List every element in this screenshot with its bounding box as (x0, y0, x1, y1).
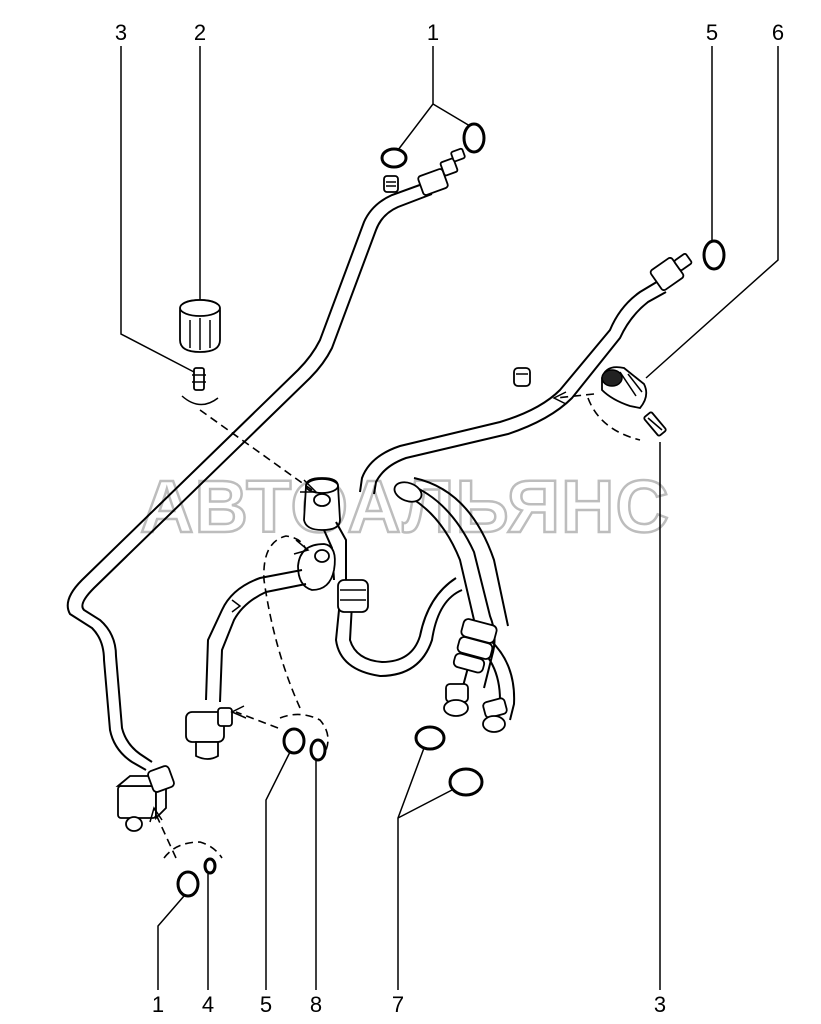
assembly-arrows (149, 391, 641, 859)
o-rings (176, 122, 726, 898)
o-ring-7-a (414, 725, 446, 751)
right-pipe-service-port (513, 367, 531, 387)
o-ring-1-bottom (176, 870, 200, 898)
callout-bottom-7: 7 (392, 992, 404, 1017)
right-pipe-top-fitting (649, 252, 693, 292)
callout-top-1: 1 (427, 20, 439, 45)
callout-top-2: 2 (194, 20, 206, 45)
right-refrigerant-pipe (359, 279, 667, 495)
watermark-text: АВТОАЛЬЯНС (140, 465, 670, 548)
lower-left-hose (205, 569, 307, 703)
callout-bottom-8: 8 (310, 992, 322, 1017)
o-ring-4 (203, 857, 217, 875)
callout-bottom-1: 1 (152, 992, 164, 1017)
service-valve-cap-right (601, 366, 648, 409)
o-ring-7-b (448, 767, 484, 797)
leader-lines (120, 46, 779, 990)
o-ring-5-bottom (282, 727, 306, 755)
callout-bottom-5: 5 (260, 992, 272, 1017)
callout-top-5: 5 (706, 20, 718, 45)
service-valve-cap (179, 299, 221, 353)
lower-left-elbow-fitting (185, 707, 233, 760)
valve-core-left (181, 367, 219, 406)
left-pipe-top-fitting (383, 147, 466, 196)
valve-core-right (643, 411, 667, 437)
o-ring-5-top (702, 239, 726, 271)
callout-bottom-4: 4 (202, 992, 214, 1017)
callout-top-6: 6 (772, 20, 784, 45)
flexible-hose-bundle (393, 477, 516, 733)
callout-top-3: 3 (115, 20, 127, 45)
left-pipe-block-fitting (115, 765, 175, 832)
callout-labels: 3 2 1 5 6 1 4 5 8 7 3 (115, 20, 784, 1017)
o-ring-1-top-b (462, 122, 486, 154)
center-manifold-fitting (297, 477, 347, 591)
callout-bottom-3: 3 (654, 992, 666, 1017)
o-ring-8 (309, 738, 327, 762)
left-refrigerant-pipe (66, 181, 433, 771)
lower-loop-hose (334, 577, 463, 678)
o-ring-1-top-a (380, 147, 408, 169)
